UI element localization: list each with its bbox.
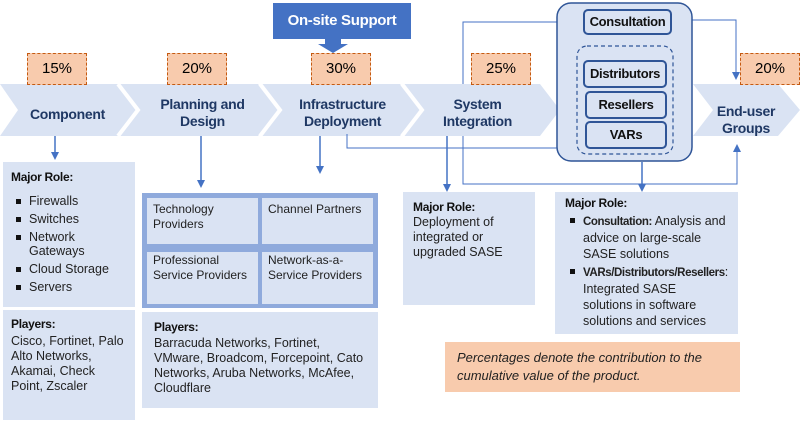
percentage-note-text: Percentages denote the contribution to t… bbox=[457, 350, 703, 383]
percent-infrastructure: 30% bbox=[311, 53, 371, 85]
channel-role-item: Consultation: Analysis and advice on lar… bbox=[565, 213, 728, 262]
integration-role-title: Major Role: bbox=[413, 200, 476, 214]
stage-integration-line1: System bbox=[453, 96, 502, 112]
stage-planning: Planning and Design bbox=[140, 96, 265, 130]
role-item: Switches bbox=[11, 212, 127, 226]
percent-integration: 25% bbox=[471, 53, 531, 85]
stage-component: Component bbox=[10, 106, 125, 123]
onsite-down-arrow bbox=[318, 38, 348, 53]
integration-role-text: Deployment of integrated or upgraded SAS… bbox=[413, 215, 503, 259]
chevron-component bbox=[0, 84, 138, 136]
chevron-planning bbox=[118, 84, 278, 136]
vars-box: VARs bbox=[585, 121, 667, 149]
stage-enduser-line2: Groups bbox=[722, 120, 770, 136]
stage-planning-line2: Design bbox=[180, 113, 225, 129]
percent-component: 15% bbox=[27, 53, 87, 85]
integration-role-panel: Major Role: Deployment of integrated or … bbox=[403, 192, 535, 305]
stage-integration-line2: Integration bbox=[442, 113, 513, 129]
consultation-box: Consultation bbox=[583, 9, 672, 35]
channel-role-term: VARs/Distributors/Resellers bbox=[583, 267, 725, 279]
grid-naas-providers: Network-as-a-Service Providers bbox=[262, 252, 373, 304]
role-item: Cloud Storage bbox=[11, 262, 127, 276]
planning-players-text: Barracuda Networks, Fortinet, VMware, Br… bbox=[154, 336, 364, 395]
percent-planning: 20% bbox=[167, 53, 227, 85]
channel-role-title: Major Role: bbox=[565, 196, 628, 210]
channel-role-desc: : Integrated SASE solutions in software … bbox=[583, 265, 729, 328]
stage-infrastructure-line2: Deployment bbox=[303, 113, 382, 129]
stage-infrastructure: Infrastructure Deployment bbox=[280, 96, 405, 130]
stage-enduser-line1: End-user bbox=[716, 103, 776, 119]
planning-players-panel: Players: Barracuda Networks, Fortinet, V… bbox=[142, 312, 378, 408]
channel-role-desc: Analysis and advice on large-scale SASE … bbox=[583, 214, 726, 261]
component-role-list: Firewalls Switches Network Gateways Clou… bbox=[11, 194, 127, 294]
role-item: Firewalls bbox=[11, 194, 127, 208]
component-players-text: Cisco, Fortinet, Palo Alto Networks, Aka… bbox=[11, 334, 124, 393]
stage-planning-line1: Planning and bbox=[160, 96, 245, 112]
onsite-support-label: On-site Support bbox=[287, 12, 397, 29]
stage-component-label: Component bbox=[29, 106, 106, 122]
stage-integration: System Integration bbox=[420, 96, 535, 130]
stage-infrastructure-line1: Infrastructure bbox=[299, 96, 386, 112]
channel-role-panel: Major Role: Consultation: Analysis and a… bbox=[555, 192, 738, 334]
component-players-panel: Players: Cisco, Fortinet, Palo Alto Netw… bbox=[3, 310, 135, 420]
chevron-enduser bbox=[693, 84, 800, 136]
grid-technology-providers: Technology Providers bbox=[147, 198, 258, 244]
distributors-box: Distributors bbox=[583, 60, 667, 88]
resellers-box: Resellers bbox=[585, 91, 667, 119]
chevron-infrastructure bbox=[262, 84, 420, 136]
percent-enduser: 20% bbox=[740, 53, 800, 85]
grid-professional-service: Professional Service Providers bbox=[147, 252, 258, 304]
stage-enduser: End-user Groups bbox=[706, 103, 786, 137]
role-item: Servers bbox=[11, 280, 127, 294]
channel-role-term: Consultation: bbox=[583, 216, 652, 228]
component-players-title: Players: bbox=[11, 317, 56, 331]
component-role-panel: Major Role: Firewalls Switches Network G… bbox=[3, 162, 135, 307]
planning-players-title: Players: bbox=[154, 320, 199, 334]
onsite-support-box: On-site Support bbox=[273, 3, 411, 39]
grid-channel-partners: Channel Partners bbox=[262, 198, 373, 244]
chevron-integration bbox=[404, 84, 560, 136]
percentage-note: Percentages denote the contribution to t… bbox=[445, 342, 740, 392]
role-item: Network Gateways bbox=[11, 230, 127, 258]
channel-role-item: VARs/Distributors/Resellers: Integrated … bbox=[565, 264, 728, 329]
component-role-title: Major Role: bbox=[11, 170, 74, 184]
channel-role-list: Consultation: Analysis and advice on lar… bbox=[565, 213, 728, 329]
channel-dashed-frame bbox=[576, 45, 674, 155]
